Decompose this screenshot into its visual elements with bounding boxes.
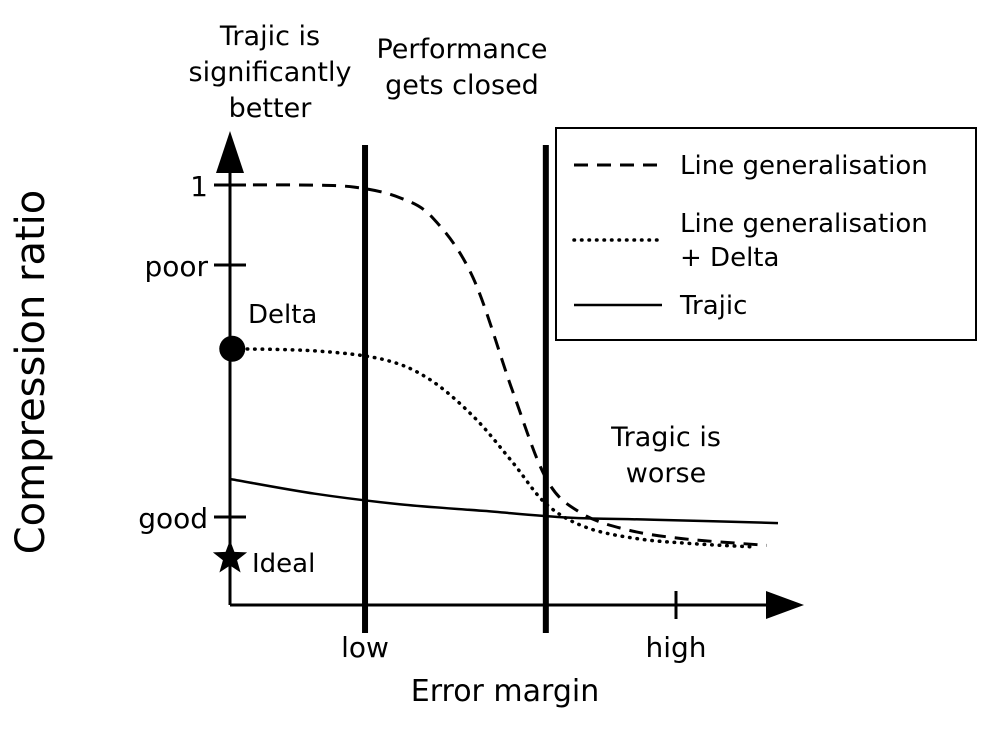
delta-marker-label: Delta [248,300,317,330]
annotation-trajic-better-line2: significantly [189,57,352,88]
annotation-tragic-worse: Tragic is worse [610,422,721,489]
ideal-star-marker [212,540,248,573]
annotation-tragic-worse-line1: Tragic is [610,422,721,453]
annotation-tragic-worse-line2: worse [626,458,706,489]
annotation-performance-closed-line2: gets closed [385,70,539,101]
legend: Line generalisation Line generalisation … [555,127,977,341]
tick-labels: 1 poor good low high [138,170,706,664]
y-tick-label-1: 1 [190,170,208,203]
legend-box [555,127,977,341]
curve-trajic [229,477,779,525]
legend-label-line-generalisation: Line generalisation [680,151,928,181]
annotation-trajic-better-line3: better [229,93,313,124]
ideal-marker-label: Ideal [252,549,315,579]
x-axis-title: Error margin [411,674,599,709]
x-axis [230,591,804,619]
annotation-performance-closed: Performance gets closed [376,34,547,101]
y-axis-arrowhead-icon [216,131,244,173]
y-axis [214,131,246,605]
curve-line-generalisation [229,183,767,547]
annotation-trajic-better: Trajic is significantly better [189,21,352,124]
legend-label-line-generalisation-delta-2: + Delta [680,243,779,273]
y-axis-title: Compression ratio [8,190,54,555]
curve-line-generalisation-delta [230,347,758,549]
series-curves [229,183,779,549]
annotation-trajic-better-line1: Trajic is [219,21,320,52]
boundary-vlines [362,145,549,633]
legend-label-trajic: Trajic [679,291,747,321]
x-axis-arrowhead-icon [766,591,804,619]
y-tick-label-poor: poor [144,250,208,283]
y-tick-label-good: good [138,502,208,535]
legend-label-line-generalisation-delta-1: Line generalisation [680,209,928,239]
annotation-performance-closed-line1: Performance [376,34,547,65]
x-tick-label-low: low [341,631,389,664]
x-tick-label-high: high [645,631,706,664]
delta-marker [219,335,246,362]
point-markers [212,335,248,573]
